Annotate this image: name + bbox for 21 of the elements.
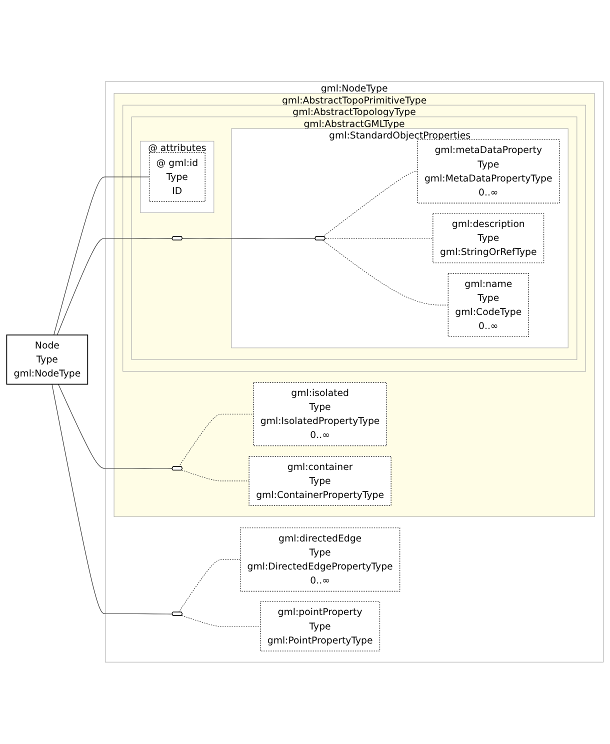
connector <box>182 615 261 627</box>
connector <box>178 414 254 468</box>
connector <box>58 384 173 470</box>
connector <box>56 238 173 336</box>
connector <box>325 238 434 239</box>
node-box: gml:metaDataProperty Type gml:MetaDataPropertyType 0..∞ <box>417 140 560 204</box>
node-box: @ gml:id Type ID <box>148 152 206 202</box>
node-box: gml:container Type gml:ContainerPropertyType <box>248 456 392 506</box>
connector <box>322 171 418 238</box>
connector <box>322 240 448 306</box>
connector <box>54 176 150 336</box>
connector <box>52 384 173 614</box>
connector <box>178 559 241 613</box>
node-box: gml:description Type gml:StringOrRefType <box>432 213 544 264</box>
connector <box>182 238 316 239</box>
node-box: gml:name Type gml:CodeType 0..∞ <box>448 273 529 338</box>
node-box: gml:pointProperty Type gml:PointPropertyType <box>260 602 380 652</box>
node-box: Node Type gml:NodeType <box>6 334 88 385</box>
node-box: gml:isolated Type gml:IsolatedPropertyType 0..∞ <box>253 382 388 446</box>
node-box: gml:directedEdge Type gml:DirectedEdgePropertyType 0..∞ <box>240 528 400 592</box>
connector <box>182 470 250 482</box>
